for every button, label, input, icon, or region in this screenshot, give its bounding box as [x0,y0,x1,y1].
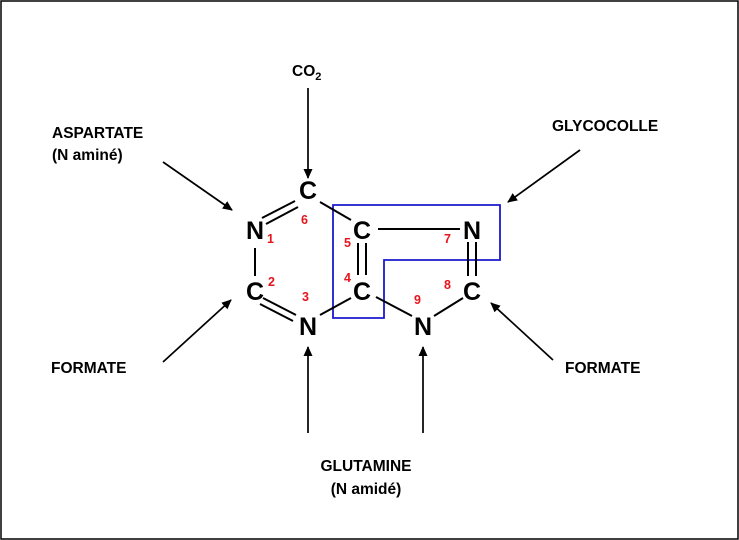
label-glutamine: GLUTAMINE [321,458,412,475]
label-aspartate-note: (N aminé) [52,147,123,164]
bond-c2-n3-second [259,303,294,322]
arrow-formate-right [490,302,554,361]
label-co2-subscript: 2 [315,71,321,83]
position-numbers: 1 2 3 4 5 6 7 8 9 [267,213,451,307]
atom-c4: C [353,278,371,306]
bond-c5-c6 [319,201,352,221]
atom-c8: C [463,278,481,306]
label-formate-right: FORMATE [565,360,640,377]
atom-c5: C [353,217,371,245]
atom-n9: N [414,313,432,341]
bond-n3-c4 [319,297,352,316]
position-3: 3 [302,290,309,304]
atoms: C N C N C C N C N [246,177,481,341]
position-2: 2 [268,275,275,289]
position-1: 1 [267,232,274,246]
glycine-highlight-box [332,204,501,319]
label-formate-left: FORMATE [51,360,126,377]
atom-n7: N [463,217,481,245]
label-co2-main: CO [292,63,315,80]
position-4: 4 [344,271,351,285]
arrows [162,88,581,433]
bond-c8-n9 [433,297,464,317]
label-glutamine-note: (N amidé) [331,481,402,498]
bond-c6-n1-second [265,206,299,225]
atom-n1: N [246,217,264,245]
bond-n9-c4 [375,296,413,317]
position-8: 8 [444,278,451,292]
bond-c6-n1 [261,200,296,219]
position-6: 6 [301,213,308,227]
label-glycocolle: GLYCOCOLLE [552,118,658,135]
source-labels: CO2 ASPARTATE (N aminé) GLYCOCOLLE FORMA… [51,63,658,498]
label-co2: CO2 [292,63,321,83]
arrow-glycocolle [507,149,581,203]
arrow-formate-left [162,299,232,363]
position-7: 7 [444,232,451,246]
atom-c6: C [299,177,317,205]
atom-c2: C [246,278,264,306]
position-5: 5 [344,236,351,250]
atom-n3: N [299,313,317,341]
position-9: 9 [414,293,421,307]
label-aspartate: ASPARTATE [52,125,143,142]
arrow-aspartate [162,161,233,211]
bond-c2-n3 [262,297,297,316]
bonds [254,200,477,322]
